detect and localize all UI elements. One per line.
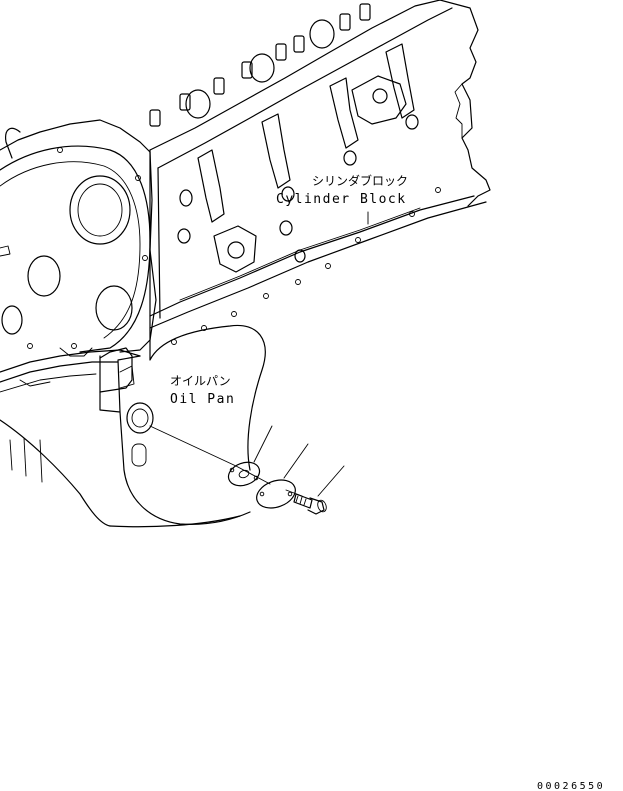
oil-pan-label-en: Oil Pan bbox=[170, 392, 235, 407]
cylinder-block-label-jp: シリンダブロック bbox=[312, 173, 408, 188]
rail-bolt-holes bbox=[171, 187, 441, 345]
side-bosses bbox=[177, 114, 419, 263]
cylinder-block bbox=[149, 0, 491, 345]
cover-plate bbox=[256, 443, 309, 509]
cylinder-block-label-en: Cylinder Block bbox=[276, 192, 407, 207]
top-studs bbox=[149, 3, 371, 127]
exploded-parts bbox=[149, 425, 345, 515]
front-gear-housing bbox=[0, 119, 157, 357]
callout-oil-pan: オイルパン Oil Pan bbox=[170, 374, 235, 407]
oil-pan-label-jp: オイルパン bbox=[170, 374, 231, 388]
top-bores bbox=[185, 19, 335, 119]
document-number: 00026550 bbox=[537, 781, 605, 791]
flange-bolt bbox=[293, 465, 345, 515]
oil-pan bbox=[0, 324, 266, 528]
gasket bbox=[227, 425, 273, 487]
callout-cylinder-block: シリンダブロック Cylinder Block bbox=[276, 173, 408, 225]
